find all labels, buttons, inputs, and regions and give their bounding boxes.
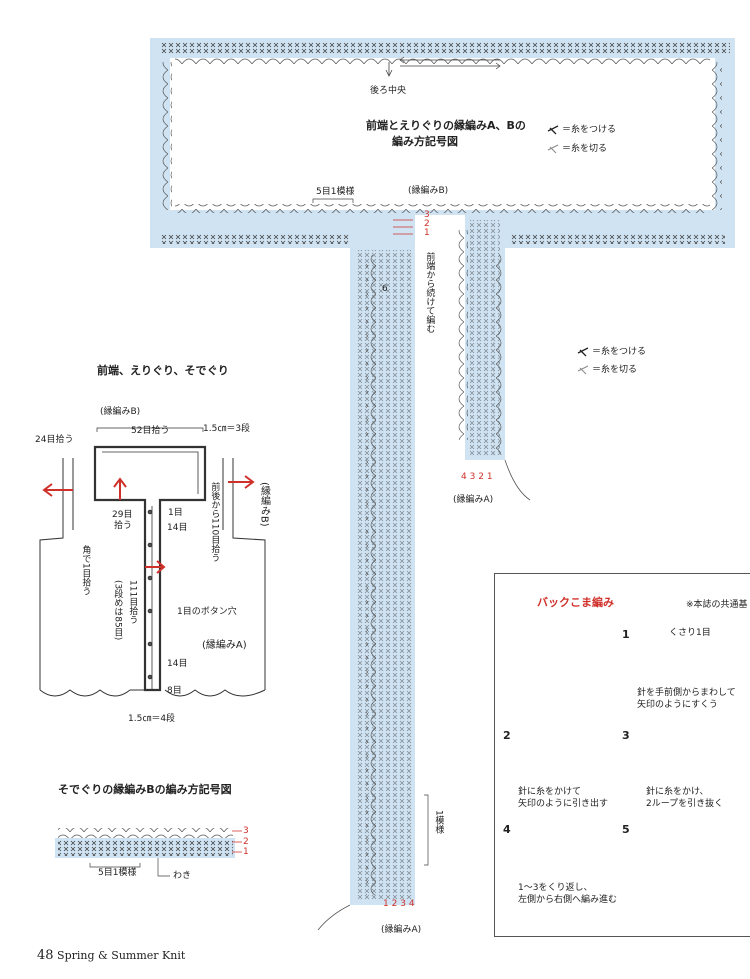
row-number-1: 1: [486, 472, 493, 482]
step2-text1: 針に糸をかけて: [518, 787, 582, 797]
front-111-note: (3段めは85目): [112, 580, 123, 641]
sleeve-repeat-label: 5目1模様: [98, 868, 137, 878]
step2-text2: 矢印のように引き出す: [518, 799, 609, 809]
legend-icons: [547, 125, 589, 375]
legend-cut-yarn: ＝糸を切る: [562, 144, 608, 154]
row-8-label: 8目: [167, 686, 182, 696]
step3-text2: 2ループを引き抜く: [646, 799, 724, 809]
step3-text1: 針に糸をかけ、: [646, 787, 709, 797]
step1-text2: 矢印のようにすくう: [637, 700, 718, 710]
row-number-2: 2: [424, 219, 430, 229]
schematic-edging-b: (縁編みB): [100, 407, 141, 417]
front-111-label: 111目拾う: [127, 580, 138, 625]
bottom-right-rows: 4 3 2 1: [461, 472, 493, 482]
row-number-4: 4: [408, 899, 415, 909]
back-center-label: 後ろ中央: [370, 86, 407, 96]
step4-text2: 左側から右側へ編み進む: [518, 895, 618, 905]
collar-chart: [150, 38, 735, 931]
row-1-label: 1目: [168, 508, 183, 518]
sleeve-edge-chart: [55, 828, 242, 877]
collar-chart-title-line1: 前端とえりぐりの縁編みA、Bの: [366, 119, 526, 132]
schematic-title: 前端、えりぐり、そでぐり: [97, 364, 229, 377]
sleeve-pick-label: 前後から110目拾う: [209, 482, 220, 563]
page-footer: 48 Spring & Summer Knit: [37, 948, 185, 963]
row-number-6: 6: [382, 284, 388, 294]
row-number-1: 1: [424, 228, 430, 238]
bottom-left-rows: 1 2 3 4: [383, 899, 415, 909]
pick-24-label: 24目拾う: [35, 435, 74, 445]
row-number-3: 3: [469, 472, 476, 482]
schematic-edging-a: (縁編みA): [202, 640, 247, 651]
cm-4rows-label: 1.5㎝＝4段: [128, 714, 176, 724]
step1-number: 1: [622, 628, 630, 641]
step3-number: 3: [622, 729, 630, 742]
step1-text1: 針を手前側からまわして: [637, 688, 736, 698]
row-14-bottom-label: 14目: [167, 659, 188, 669]
row-number-4: 4: [461, 472, 467, 482]
legend-attach-yarn-2: ＝糸をつける: [592, 347, 647, 357]
sleeve-edging-b-label: (縁編みB): [258, 482, 270, 527]
sleeve-row-2: 2: [243, 837, 249, 847]
row-number-2: 2: [391, 899, 398, 909]
cm-3rows-label: 1.5㎝＝3段: [203, 424, 251, 434]
pattern-repeat-label: 5目1模様: [316, 187, 355, 197]
side-seam-label: わき: [173, 871, 192, 881]
sleeve-chart-title: そでぐりの縁編みBの編み方記号図: [58, 783, 232, 796]
magazine-name: Spring & Summer Knit: [57, 949, 186, 962]
tutorial-panel: [494, 573, 750, 937]
row-number-1: 1: [383, 899, 389, 909]
corner-pick-label: 角で1目拾う: [80, 545, 91, 596]
continuous-knit-note: 前端から続けて編む: [424, 252, 435, 333]
step1-loop-label: くさり1目: [669, 628, 711, 638]
step5-number: 5: [622, 823, 630, 836]
collar-chart-title-line2: 編み方記号図: [392, 135, 458, 148]
row-14-top-label: 14目: [167, 523, 188, 533]
sleeve-row-3: 3: [243, 826, 249, 836]
row-number-2: 2: [478, 472, 484, 482]
tutorial-title: バックこま編み: [537, 596, 614, 609]
sleeve-row-1: 1: [243, 847, 249, 857]
buttonhole-label: 1目のボタン穴: [177, 607, 237, 617]
pick-29-label-2: 拾う: [114, 521, 133, 531]
step4-number: 4: [503, 823, 511, 836]
page-number: 48: [37, 948, 54, 963]
pick-29-label: 29目: [112, 510, 133, 520]
legend-cut-yarn-2: ＝糸を切る: [592, 365, 638, 375]
pick-52-label: 52目拾う: [131, 426, 170, 436]
common-note: ※本誌の共通基: [686, 600, 748, 610]
edging-a-bottom-label: (縁編みA): [381, 925, 422, 935]
step2-number: 2: [503, 729, 511, 742]
row-number-3: 3: [400, 899, 406, 909]
legend-attach-yarn: ＝糸をつける: [562, 125, 617, 135]
garment-schematic: [39, 427, 266, 697]
step4-text1: 1〜3をくり返し、: [518, 883, 593, 893]
edging-b-label: (縁編みB): [408, 186, 449, 196]
one-pattern-label: 1模様: [433, 810, 444, 834]
row-number-3: 3: [424, 210, 430, 220]
edging-a-label: (縁編みA): [453, 495, 494, 505]
